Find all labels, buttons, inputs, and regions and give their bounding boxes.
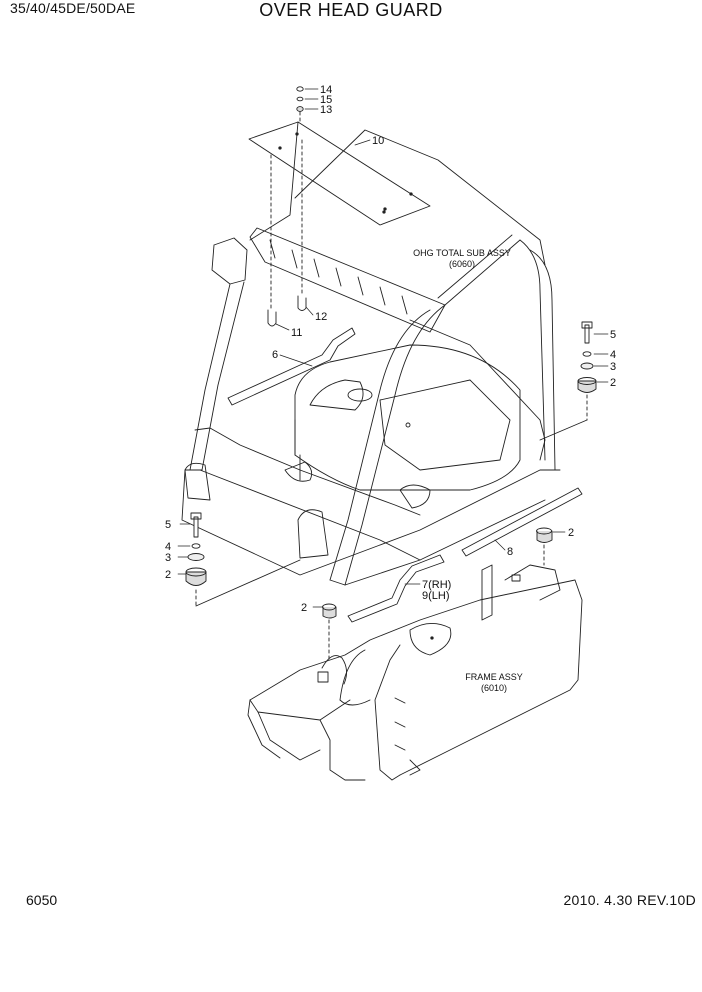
page-number: 6050 (26, 892, 58, 908)
roof-fasteners (296, 86, 304, 125)
revision-date: 2010. 4.30 REV.10D (563, 892, 696, 908)
center-bushings (322, 527, 553, 661)
frame-assembly-ref: (6010) (481, 683, 507, 693)
callout-3-right: 3 (610, 361, 616, 373)
callout-2-right: 2 (610, 377, 616, 389)
floor-rail (344, 469, 561, 586)
ohg-assembly-ref: (6060) (449, 259, 475, 269)
model-code: 35/40/45DE/50DAE (10, 0, 136, 16)
leader-lines (177, 88, 609, 608)
callout-5-left: 5 (165, 519, 171, 531)
callout-8: 8 (507, 546, 513, 558)
callout-7-rh: 7(RH) (422, 579, 451, 591)
callout-13: 13 (320, 104, 332, 116)
callout-2-left: 2 (165, 569, 171, 581)
callout-6: 6 (272, 349, 278, 361)
callout-2-center: 2 (301, 602, 307, 614)
callout-5-right: 5 (610, 329, 616, 341)
callout-15: 15 (320, 94, 332, 106)
callout-2-mid: 2 (568, 527, 574, 539)
callout-4-left: 4 (165, 541, 171, 553)
part-6-strip (227, 327, 356, 406)
part-8-strip (461, 487, 583, 557)
page-title: OVER HEAD GUARD (259, 0, 443, 20)
callout-3-left: 3 (165, 552, 171, 564)
callout-11: 11 (291, 327, 302, 339)
part-7-9-strip (347, 554, 445, 623)
ohg-assembly-name: OHG TOTAL SUB ASSY (413, 248, 511, 258)
callout-10: 10 (372, 135, 384, 147)
u-bolts (267, 139, 307, 327)
left-mount-stack (185, 512, 301, 607)
frame-assembly-name: FRAME ASSY (465, 672, 523, 682)
left-body-side (181, 427, 421, 576)
callout-12: 12 (315, 311, 327, 323)
roof-plate (248, 121, 431, 226)
callout-4-right: 4 (610, 349, 616, 361)
frame-assy (247, 564, 583, 781)
callout-9-lh: 9(LH) (422, 590, 450, 602)
callout-14: 14 (320, 84, 332, 96)
callout-labels: 14 15 13 10 11 12 6 5 4 3 2 5 4 3 2 2 2 … (165, 84, 616, 614)
engine-hood (294, 344, 521, 509)
assembly-labels: OHG TOTAL SUB ASSY (6060) FRAME ASSY (60… (413, 248, 523, 693)
right-mount-stack (539, 321, 597, 441)
